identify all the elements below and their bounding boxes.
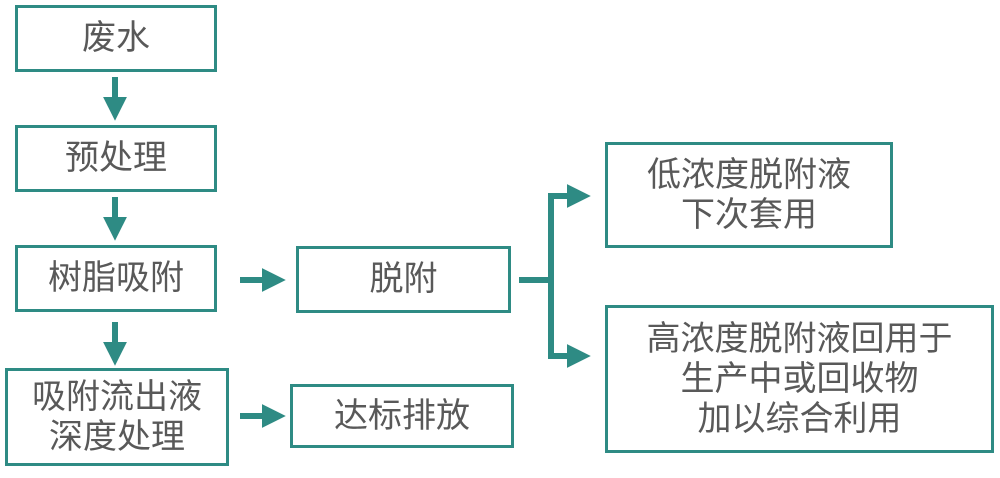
node-effluent-treatment: 吸附流出液 深度处理 [5, 368, 229, 466]
node-pretreatment-label: 预处理 [65, 138, 167, 179]
node-high-concentration-label: 高浓度脱附液回用于 生产中或回收物 加以综合利用 [646, 318, 953, 440]
node-resin-adsorption: 树脂吸附 [15, 245, 217, 312]
node-effluent-treatment-label: 吸附流出液 深度处理 [32, 376, 202, 457]
node-discharge: 达标排放 [290, 384, 514, 448]
node-low-concentration-label: 低浓度脱附液 下次套用 [647, 154, 851, 235]
arrow-to-low-concentration [548, 184, 591, 280]
node-low-concentration: 低浓度脱附液 下次套用 [605, 142, 893, 248]
arrow-to-high-concentration [548, 280, 591, 368]
node-wastewater-label: 废水 [82, 18, 150, 59]
node-wastewater: 废水 [15, 5, 217, 72]
node-discharge-label: 达标排放 [334, 395, 470, 436]
node-desorption-label: 脱附 [369, 259, 438, 300]
node-desorption: 脱附 [296, 246, 511, 313]
node-resin-adsorption-label: 树脂吸附 [48, 258, 184, 299]
node-pretreatment: 预处理 [15, 125, 217, 192]
node-high-concentration: 高浓度脱附液回用于 生产中或回收物 加以综合利用 [605, 305, 994, 453]
